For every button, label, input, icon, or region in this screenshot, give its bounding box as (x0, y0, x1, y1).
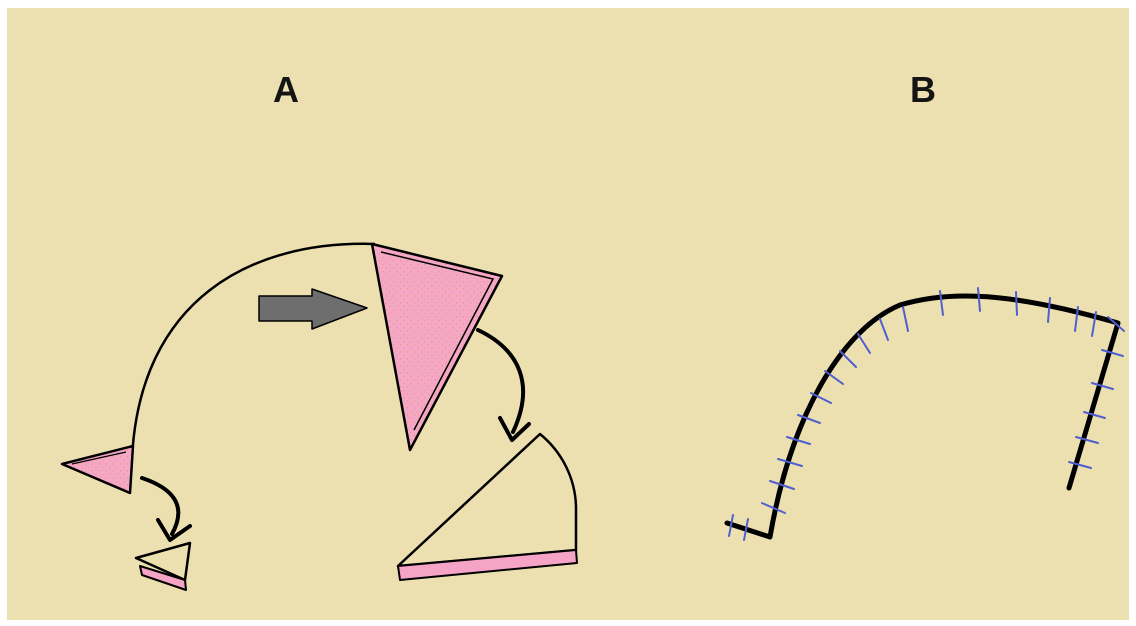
curved-arrow-left (140, 476, 192, 542)
panel-a (60, 242, 578, 591)
panel-b (724, 287, 1125, 541)
rotated-wedge-large (396, 432, 578, 581)
gray-arrow (258, 288, 368, 330)
small-flap (60, 444, 135, 495)
closed-incision-line (724, 293, 1121, 540)
rotated-wedge-small (134, 541, 192, 591)
wedge-pink-strip (397, 549, 578, 581)
rotation-arc (130, 242, 376, 459)
sutures (728, 287, 1125, 541)
panel-a-label: A (273, 69, 299, 110)
large-flap (370, 242, 504, 452)
panel-b-label: B (910, 69, 936, 110)
curved-arrow-right (476, 328, 531, 442)
